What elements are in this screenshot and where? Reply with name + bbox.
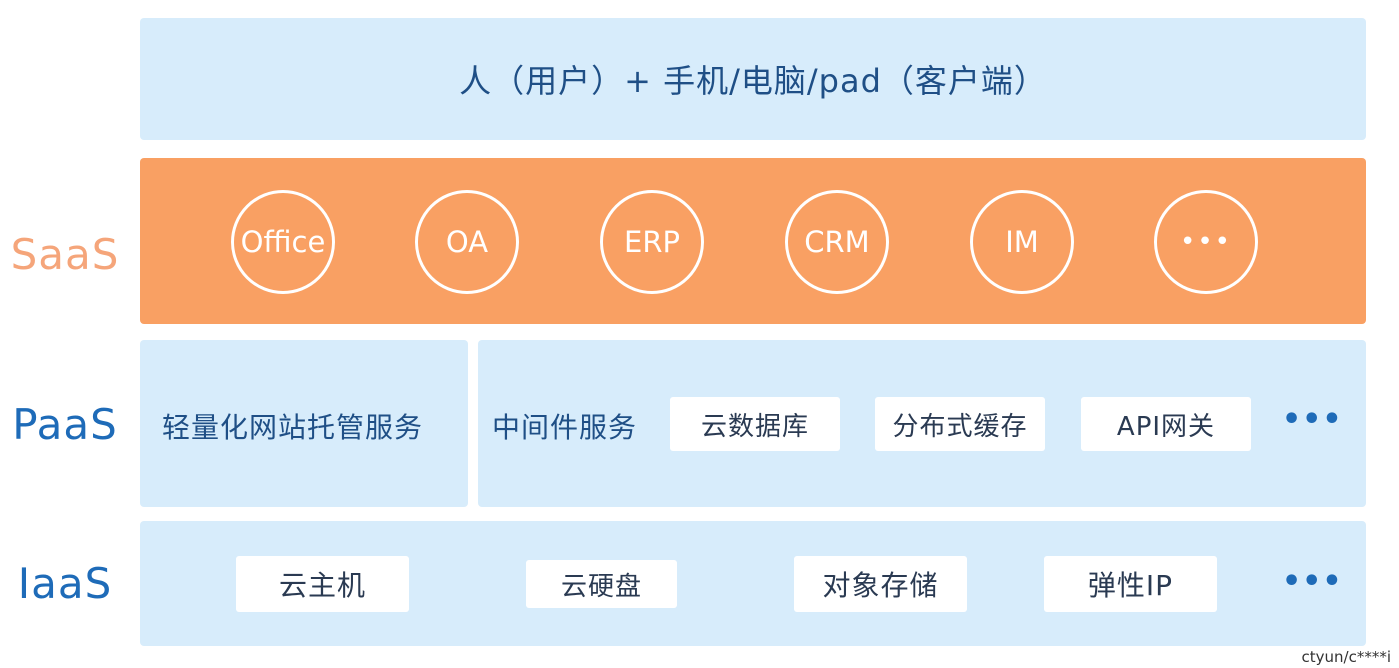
saas-app-office: Office: [231, 190, 335, 294]
paas-middleware-panel: 中间件服务 云数据库 分布式缓存 API网关 •••: [478, 340, 1366, 507]
paas-item-distributed-cache: 分布式缓存: [875, 397, 1045, 451]
saas-app-oa: OA: [415, 190, 519, 294]
iaas-label: IaaS: [17, 559, 113, 608]
iaas-more: •••: [1282, 564, 1343, 599]
iaas-item-cloud-disk: 云硬盘: [526, 560, 677, 608]
iaas-item-elastic-ip: 弹性IP: [1044, 556, 1217, 612]
paas-more: •••: [1282, 402, 1343, 437]
iaas-panel: 云主机 云硬盘 对象存储 弹性IP •••: [140, 521, 1366, 646]
user-client-text: 人（用户）+ 手机/电脑/pad（客户端）: [459, 62, 1047, 100]
user-client-panel: 人（用户）+ 手机/电脑/pad（客户端）: [140, 18, 1366, 140]
paas-label: PaaS: [12, 400, 118, 449]
saas-band: Office OA ERP CRM IM •••: [140, 158, 1366, 324]
paas-website-hosting-panel: 轻量化网站托管服务: [140, 340, 468, 507]
paas-website-hosting-text: 轻量化网站托管服务: [162, 411, 424, 444]
watermark: ctyun/c****i: [1301, 648, 1392, 666]
paas-item-api-gateway: API网关: [1081, 397, 1251, 451]
paas-item-cloud-database: 云数据库: [670, 397, 840, 451]
iaas-item-cloud-host: 云主机: [236, 556, 409, 612]
iaas-item-object-storage: 对象存储: [794, 556, 967, 612]
saas-app-crm: CRM: [785, 190, 889, 294]
saas-label: SaaS: [10, 230, 120, 279]
paas-middleware-title: 中间件服务: [492, 411, 638, 444]
saas-app-im: IM: [970, 190, 1074, 294]
saas-app-erp: ERP: [600, 190, 704, 294]
saas-app-more: •••: [1154, 190, 1258, 294]
